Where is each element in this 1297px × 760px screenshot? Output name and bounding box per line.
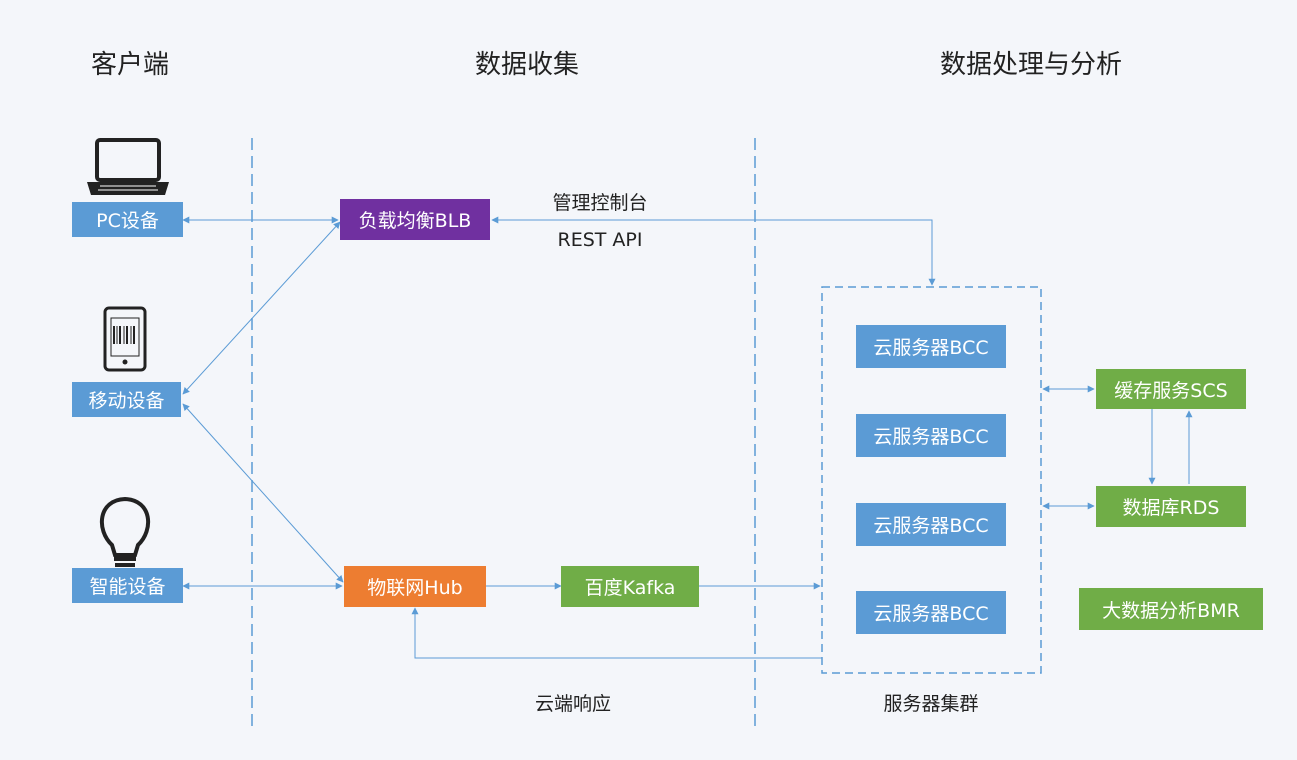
label-rest-api: REST API <box>557 229 643 251</box>
node-rds: 数据库RDS <box>1096 486 1246 527</box>
label-console: 管理控制台 <box>552 192 648 214</box>
connector-mobile-hub <box>182 403 344 583</box>
node-bcc-4: 云服务器BCC <box>856 591 1006 634</box>
node-bcc-1: 云服务器BCC <box>856 325 1006 368</box>
laptop-icon <box>87 138 169 195</box>
connector-blb-cluster <box>491 216 936 286</box>
label-cloud-response: 云端响应 <box>534 693 612 715</box>
node-bmr: 大数据分析BMR <box>1079 588 1263 630</box>
node-pc-device: PC设备 <box>72 202 183 237</box>
node-kafka: 百度Kafka <box>561 566 699 607</box>
label-server-cluster: 服务器集群 <box>883 693 979 715</box>
connector-mobile-blb <box>182 221 341 395</box>
column-title-collect: 数据收集 <box>474 50 580 80</box>
node-blb: 负载均衡BLB <box>340 199 490 240</box>
node-iot-hub: 物联网Hub <box>344 566 486 607</box>
tablet-icon <box>103 306 147 372</box>
node-scs: 缓存服务SCS <box>1096 369 1246 409</box>
node-mobile-device: 移动设备 <box>72 382 181 417</box>
node-bcc-2: 云服务器BCC <box>856 414 1006 457</box>
lightbulb-icon <box>99 496 151 574</box>
server-cluster-frame <box>821 286 1042 674</box>
connector-cloud-response <box>411 607 822 659</box>
column-title-client: 客户端 <box>90 50 170 80</box>
node-bcc-3: 云服务器BCC <box>856 503 1006 546</box>
node-smart-device: 智能设备 <box>72 568 183 603</box>
column-title-process: 数据处理与分析 <box>939 50 1123 80</box>
